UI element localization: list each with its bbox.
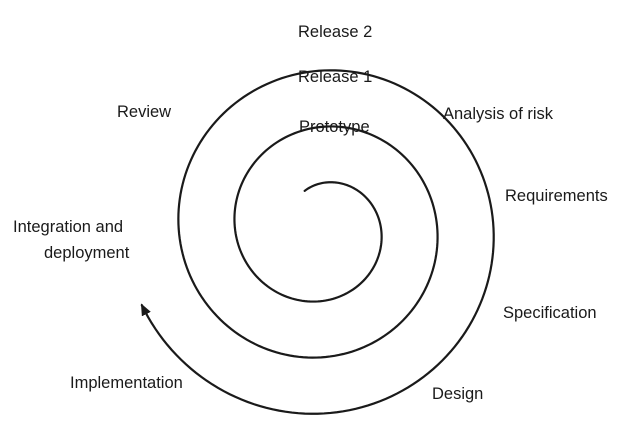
design-label: Design bbox=[432, 385, 483, 403]
specification-label: Specification bbox=[503, 304, 597, 322]
release-1-label: Release 1 bbox=[298, 68, 372, 86]
analysis-of-risk-label: Analysis of risk bbox=[443, 105, 554, 123]
integration-label-line1: Integration and bbox=[13, 218, 123, 236]
release-2-label: Release 2 bbox=[298, 23, 372, 41]
integration-label-line2: deployment bbox=[44, 244, 130, 262]
implementation-label: Implementation bbox=[70, 374, 183, 392]
requirements-label: Requirements bbox=[505, 187, 608, 205]
prototype-label: Prototype bbox=[299, 118, 370, 136]
spiral-path bbox=[140, 69, 495, 415]
review-label: Review bbox=[117, 103, 171, 121]
